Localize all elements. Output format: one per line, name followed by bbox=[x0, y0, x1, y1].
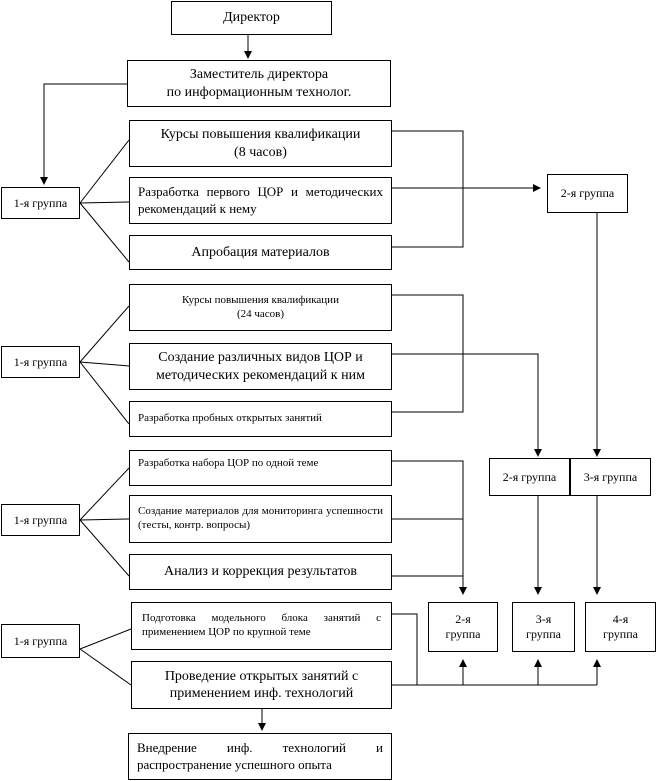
stage4-model-block-label: Подготовка модельного блока занятий с пр… bbox=[142, 612, 381, 638]
group2-bottom-label: 2-я группа bbox=[445, 612, 481, 641]
group3-box-mid: 3-я группа bbox=[570, 458, 651, 496]
group4-bottom-label: 4-я группа bbox=[603, 612, 638, 641]
fan-line bbox=[79, 628, 132, 650]
group1-label: 1-я группа bbox=[13, 633, 68, 648]
stage2-create-label: Создание различных видов ЦОР и методичес… bbox=[156, 350, 365, 383]
stage1-develop-label: Разработка первого ЦОР и методических ре… bbox=[138, 184, 383, 216]
stage1-courses-box: Курсы повышения квалификации (8 часов) bbox=[129, 120, 392, 167]
stage3-monitoring-box: Создание материалов для мониторинга успе… bbox=[129, 495, 392, 543]
stage1-approbation-box: Апробация материалов bbox=[129, 235, 392, 270]
arrow-stage3-to-group2 bbox=[392, 460, 467, 595]
fan-line bbox=[79, 305, 130, 363]
group4-box-bottom: 4-я группа bbox=[585, 602, 656, 652]
fan-line bbox=[79, 202, 130, 263]
group1-box-stage1: 1-я группа bbox=[1, 187, 80, 219]
fan-line bbox=[79, 519, 130, 577]
group1-label: 1-я группа bbox=[13, 354, 68, 369]
stage4-open-lessons-label: Проведение открытых занятий с применение… bbox=[164, 668, 359, 702]
fan-line bbox=[79, 361, 130, 425]
bracket-stage4 bbox=[392, 613, 418, 685]
bracket-stage1 bbox=[392, 130, 464, 248]
director-box: Директор bbox=[171, 1, 332, 35]
stage2-courses-label: Курсы повышения квалификации (24 часов) bbox=[182, 293, 339, 320]
group1-box-stage4: 1-я группа bbox=[1, 624, 80, 658]
group3-bottom-label: 3-я группа bbox=[526, 612, 561, 641]
stage3-analysis-label: Анализ и коррекция результатов bbox=[164, 564, 357, 580]
group1-box-stage2: 1-я группа bbox=[1, 346, 80, 378]
stage2-open-lessons-box: Разработка пробных открытых занятий bbox=[129, 401, 392, 437]
stage1-courses-label: Курсы повышения квалификации (8 часов) bbox=[160, 127, 361, 160]
fan-line bbox=[79, 139, 130, 204]
stage2-open-lessons-label: Разработка пробных открытых занятий bbox=[138, 412, 322, 425]
stage1-develop-box: Разработка первого ЦОР и методических ре… bbox=[129, 177, 392, 224]
stage3-set-cor-label: Разработка набора ЦОР по одной теме bbox=[138, 457, 319, 469]
group2-box-bottom: 2-я группа bbox=[428, 602, 498, 652]
group2-label: 2-я группа bbox=[560, 186, 615, 200]
group1-box-stage3: 1-я группа bbox=[1, 504, 80, 536]
stage4-open-lessons-box: Проведение открытых занятий с применение… bbox=[131, 661, 392, 709]
stage3-analysis-box: Анализ и коррекция результатов bbox=[129, 554, 392, 590]
group1-label: 1-я группа bbox=[13, 195, 68, 210]
group1-label: 1-я группа bbox=[13, 512, 68, 527]
deputy-box: Заместитель директора по информационным … bbox=[127, 60, 391, 107]
arrow-to-group2-mid bbox=[392, 353, 542, 457]
group3-box-bottom: 3-я группа bbox=[512, 602, 575, 652]
group2-label: 2-я группа bbox=[502, 469, 557, 484]
stage4-model-block-box: Подготовка модельного блока занятий с пр… bbox=[131, 602, 392, 650]
stage3-monitoring-label: Создание материалов для мониторинга успе… bbox=[138, 505, 383, 531]
group3-label: 3-я группа bbox=[583, 469, 638, 484]
arrow-deputy-group1 bbox=[40, 83, 127, 185]
stage2-courses-box: Курсы повышения квалификации (24 часов) bbox=[129, 284, 392, 331]
final-box: Внедрение инф. технологий и распростране… bbox=[128, 733, 392, 780]
deputy-label: Заместитель директора по информационным … bbox=[166, 67, 352, 100]
group2-box-top: 2-я группа bbox=[547, 174, 628, 213]
fan-line bbox=[79, 648, 132, 686]
fan-line bbox=[79, 518, 130, 521]
stage3-set-cor-box: Разработка набора ЦОР по одной теме bbox=[129, 450, 392, 486]
stage1-approbation-label: Апробация материалов bbox=[191, 244, 330, 260]
group2-box-mid: 2-я группа bbox=[489, 458, 570, 496]
fan-line bbox=[79, 201, 130, 204]
director-label: Директор bbox=[223, 10, 280, 26]
fan-line bbox=[79, 361, 130, 367]
final-label: Внедрение инф. технологий и распростране… bbox=[137, 740, 383, 772]
stage2-create-box: Создание различных видов ЦОР и методичес… bbox=[129, 343, 392, 390]
fan-line bbox=[79, 467, 130, 521]
